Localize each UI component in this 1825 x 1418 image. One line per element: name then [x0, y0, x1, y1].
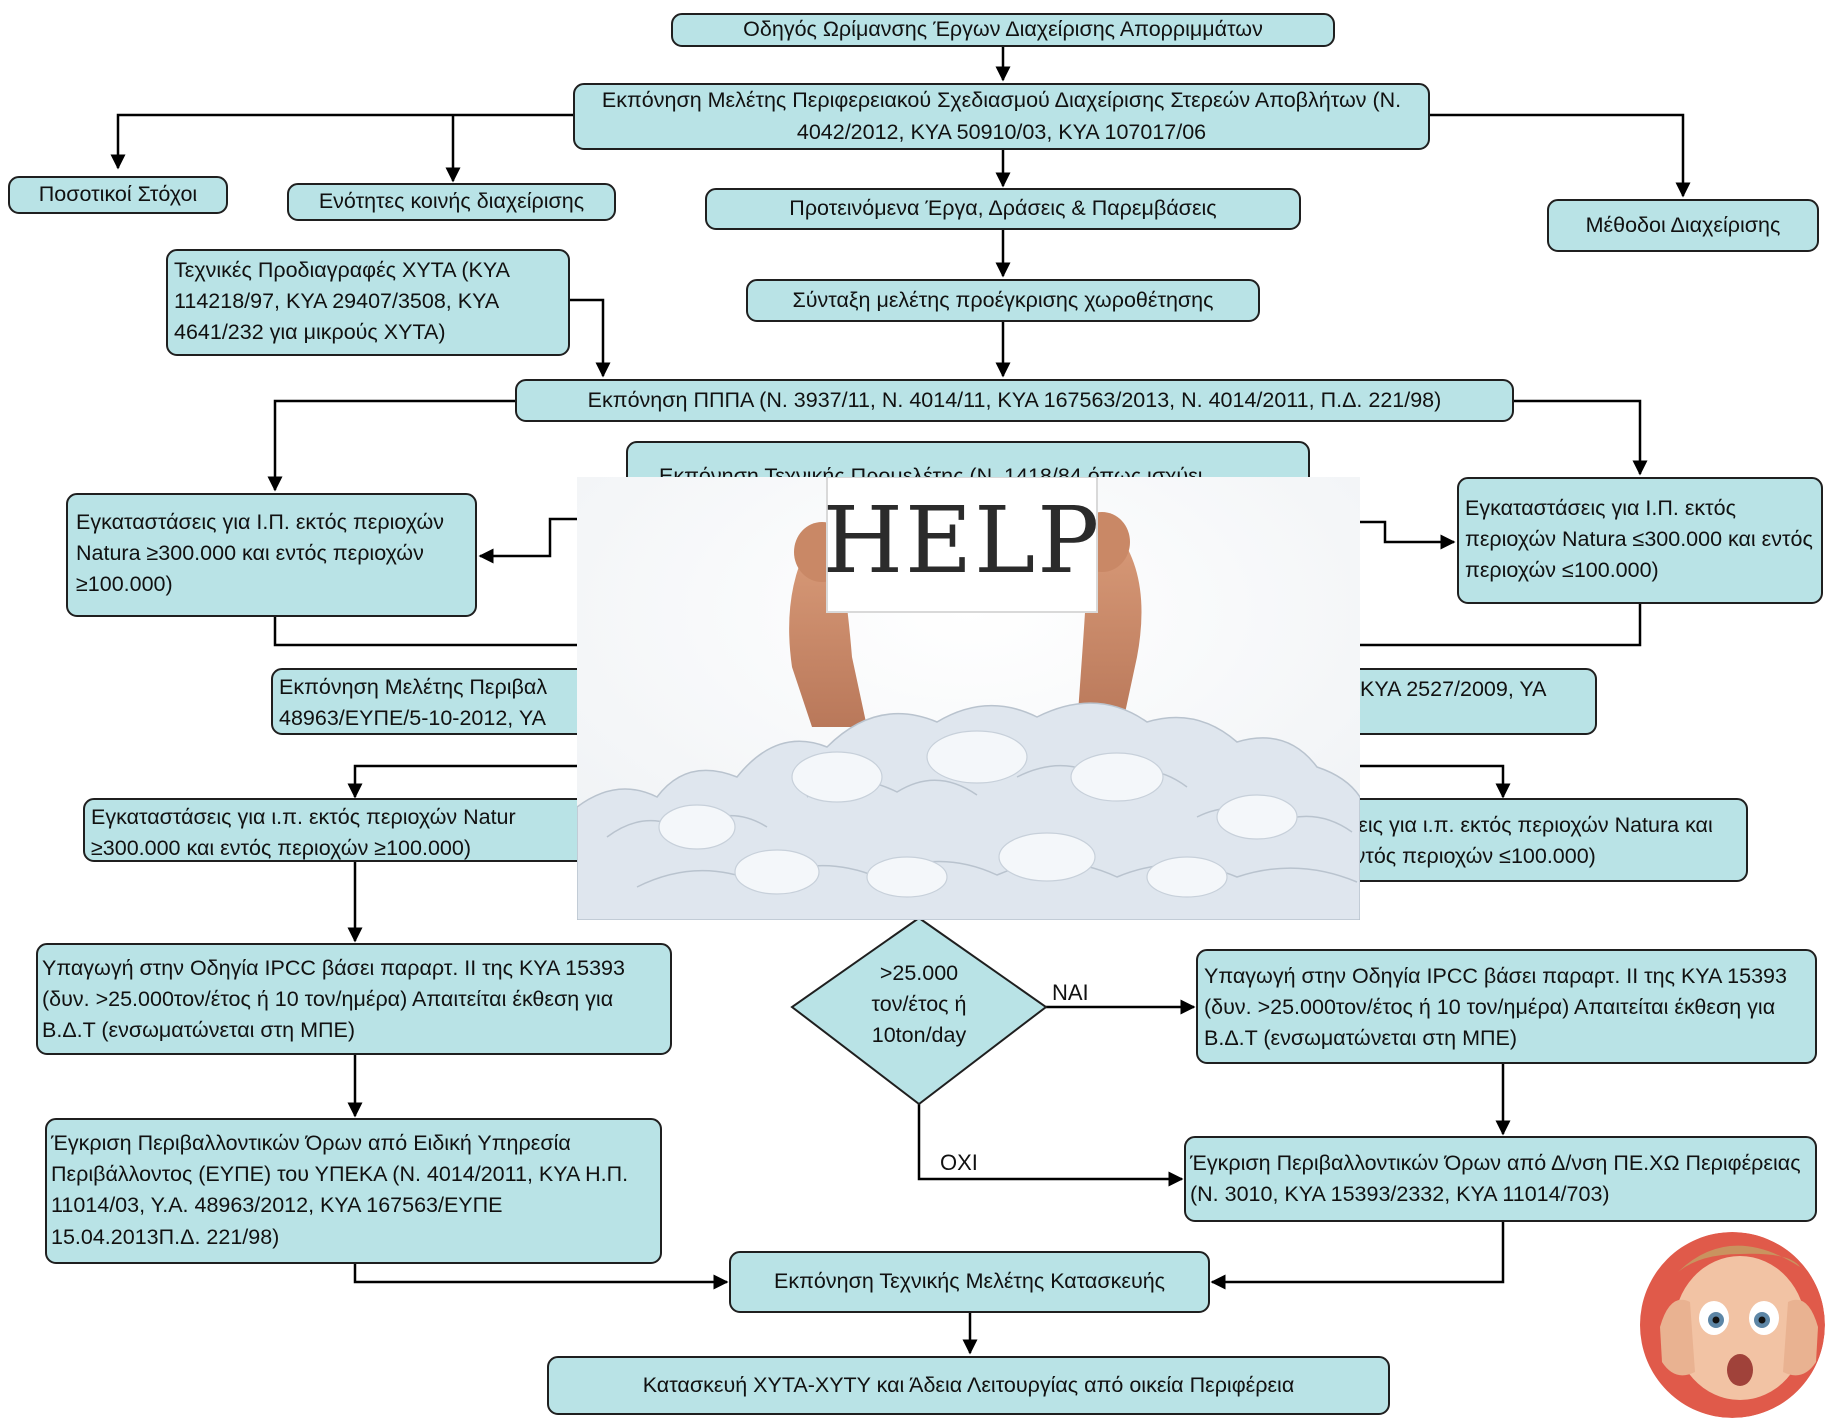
- decision-line-2: τον/έτος ή: [871, 992, 967, 1017]
- facilities-left2-text: Εγκαταστάσεις για ι.π. εκτός περιοχών Na…: [91, 805, 516, 861]
- yes-label: ΝΑΙ: [1052, 980, 1089, 1005]
- facilities-left2-box: Εγκαταστάσεις για ι.π. εκτός περιοχών Na…: [83, 798, 603, 862]
- methods-box: Μέθοδοι Διαχείρισης: [1547, 199, 1819, 252]
- methods-text: Μέθοδοι Διαχείρισης: [1585, 212, 1781, 237]
- tech-specs-box: Τεχνικές Προδιαγραφές ΧΥΤΑ (ΚΥΑ 114218/9…: [166, 249, 570, 356]
- line-right-to-env: [1355, 604, 1642, 647]
- arrow-plan-to-methods: [1430, 113, 1691, 198]
- regional-plan-text: Εκπόνηση Μελέτης Περιφερειακού Σχεδιασμο…: [601, 88, 1402, 144]
- decision-diamond: [790, 916, 1048, 1106]
- tech-specs-text: Τεχνικές Προδιαγραφές ΧΥΤΑ (ΚΥΑ 114218/9…: [174, 258, 509, 345]
- env-study-left-box: Εκπόνηση Μελέτης Περιβαλ 48963/ΕΥΠΕ/5-10…: [271, 668, 600, 735]
- facilities-left-text: Εγκαταστάσεις για Ι.Π. εκτός περιοχών Na…: [76, 510, 444, 597]
- arrow-prestudy-to-left: [478, 517, 580, 564]
- construction-study-text: Εκπόνηση Τεχνικής Μελέτης Κατασκευής: [773, 1269, 1166, 1294]
- arrow-approval-left-to-construction: [353, 1264, 729, 1290]
- help-photo-illustration: HELP: [577, 477, 1360, 920]
- arrow-env-to-left2: [347, 764, 578, 799]
- arrow-approval-right-to-construction: [1210, 1222, 1505, 1290]
- help-sign-text: HELP: [823, 487, 1101, 594]
- arrow-specs-to-pppa: [570, 298, 611, 378]
- ippc-right-text: Υπαγωγή στην Οδηγία IPCC βάσει παραρτ. Ι…: [1204, 964, 1787, 1051]
- common-units-box: Ενότητες κοινής διαχείρισης: [287, 183, 616, 221]
- regional-plan-box: Εκπόνηση Μελέτης Περιφερειακού Σχεδιασμο…: [573, 83, 1430, 150]
- facilities-right2-text: σεις για ι.π. εκτός περιοχών Natura και …: [1345, 813, 1713, 869]
- approval-right-text: Έγκριση Περιβαλλοντικών Όρων από Δ/νση Π…: [1190, 1151, 1801, 1207]
- siting-study-box: Σύνταξη μελέτης προέγκρισης χωροθέτησης: [746, 279, 1260, 322]
- facilities-left-box: Εγκαταστάσεις για Ι.Π. εκτός περιοχών Na…: [66, 493, 477, 617]
- common-units-text: Ενότητες κοινής διαχείρισης: [318, 189, 585, 214]
- decision-line-1: >25.000: [879, 961, 959, 985]
- approval-left-box: Έγκριση Περιβαλλοντικών Όρων από Ειδική …: [45, 1118, 662, 1264]
- facilities-right-text: Εγκαταστάσεις για Ι.Π. εκτός περιοχών Na…: [1465, 496, 1813, 583]
- decision-line-3: 10ton/day: [871, 1023, 967, 1048]
- env-study-right-text: ΚΥΑ 2527/2009, ΥΑ: [1360, 677, 1547, 701]
- proposed-projects-box: Προτεινόμενα Έργα, Δράσεις & Παρεμβάσεις: [705, 188, 1301, 230]
- arrow-pppa-to-left: [267, 399, 515, 492]
- arrow-plan-to-targets: [110, 113, 573, 170]
- final-text: Κατασκευή ΧΥΤΑ-ΧΥΤΥ και Άδεια Λειτουργία…: [642, 1372, 1295, 1397]
- approval-left-text: Έγκριση Περιβαλλοντικών Όρων από Ειδική …: [51, 1131, 629, 1249]
- title-box: Οδηγός Ωρίμανσης Έργων Διαχείρισης Απορρ…: [671, 13, 1335, 47]
- quant-targets-box: Ποσοτικοί Στόχοι: [8, 176, 228, 214]
- arrow-env-to-right2: [1358, 764, 1511, 799]
- construction-study-box: Εκπόνηση Τεχνικής Μελέτης Κατασκευής: [729, 1251, 1210, 1313]
- quant-targets-text: Ποσοτικοί Στόχοι: [38, 182, 198, 207]
- ippc-left-text: Υπαγωγή στην Οδηγία IPCC βάσει παραρτ. Ι…: [42, 956, 625, 1043]
- no-label: ΟΧΙ: [940, 1150, 978, 1175]
- siting-study-text: Σύνταξη μελέτης προέγκρισης χωροθέτησης: [792, 287, 1214, 312]
- pppa-text: Εκπόνηση ΠΠΠΑ (Ν. 3937/11, Ν. 4014/11, Κ…: [587, 387, 1442, 412]
- arrow-pppa-to-right: [1514, 399, 1648, 476]
- pppa-box: Εκπόνηση ΠΠΠΑ (Ν. 3937/11, Ν. 4014/11, Κ…: [515, 379, 1514, 422]
- surprised-child-illustration: [1640, 1232, 1825, 1418]
- help-photo: HELP: [577, 477, 1360, 920]
- arrow-prestudy-to-right: [1355, 520, 1456, 550]
- facilities-right-box: Εγκαταστάσεις για Ι.Π. εκτός περιοχών Na…: [1457, 477, 1823, 604]
- env-study-right-box: ΚΥΑ 2527/2009, ΥΑ: [1330, 668, 1597, 735]
- facilities-right2-box: σεις για ι.π. εκτός περιοχών Natura και …: [1315, 798, 1748, 882]
- approval-right-box: Έγκριση Περιβαλλοντικών Όρων από Δ/νση Π…: [1184, 1136, 1817, 1222]
- decision-text: >25.000 τον/έτος ή 10ton/day: [822, 958, 1016, 1052]
- title-text: Οδηγός Ωρίμανσης Έργων Διαχείρισης Απορρ…: [743, 17, 1263, 42]
- surprised-child-photo: [1640, 1232, 1825, 1418]
- arrow-diamond-no: [917, 1104, 1184, 1187]
- line-left-to-env: [273, 617, 580, 647]
- ippc-left-box: Υπαγωγή στην Οδηγία IPCC βάσει παραρτ. Ι…: [36, 943, 672, 1055]
- ippc-right-box: Υπαγωγή στην Οδηγία IPCC βάσει παραρτ. Ι…: [1196, 949, 1817, 1064]
- final-box: Κατασκευή ΧΥΤΑ-ΧΥΤΥ και Άδεια Λειτουργία…: [547, 1356, 1390, 1415]
- proposed-projects-text: Προτεινόμενα Έργα, Δράσεις & Παρεμβάσεις: [789, 196, 1217, 221]
- env-study-left-text: Εκπόνηση Μελέτης Περιβαλ 48963/ΕΥΠΕ/5-10…: [279, 675, 548, 731]
